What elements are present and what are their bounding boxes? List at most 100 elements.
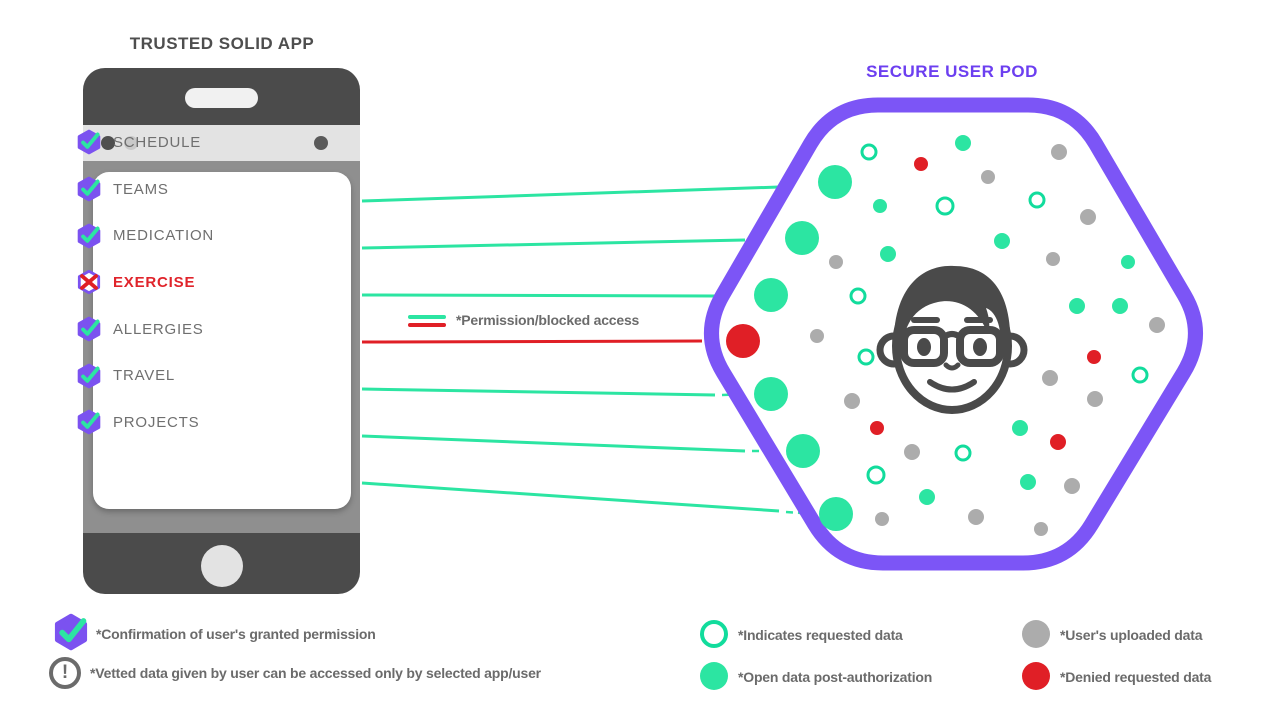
- pod-dot-red: [726, 324, 760, 358]
- pod-dot-gray: [904, 444, 920, 460]
- app-list-item-schedule: SCHEDULE: [75, 119, 275, 166]
- green-circle-icon: [700, 662, 728, 690]
- pod-dot-green: [1020, 474, 1036, 490]
- open-circle-icon: [700, 620, 728, 648]
- pod-dot-open: [1131, 366, 1149, 384]
- connection-line-schedule-solid: [361, 185, 780, 203]
- connection-line-allergies-solid: [361, 387, 716, 397]
- red-circle-icon: [1022, 662, 1050, 690]
- connection-legend-label: *Permission/blocked access: [456, 312, 640, 328]
- pod-dot-open: [860, 143, 878, 161]
- pod-dot-open: [857, 348, 875, 366]
- legend-uploaded-label: *User's uploaded data: [1060, 627, 1203, 643]
- pod-dot-green: [1112, 298, 1128, 314]
- status-bar-dot: [101, 136, 115, 150]
- hexagon-check-icon: [77, 410, 101, 435]
- pod-dot-green: [1012, 420, 1028, 436]
- gray-circle-icon: [1022, 620, 1050, 648]
- pod-dot-green: [994, 233, 1010, 249]
- pod-dot-gray: [1087, 391, 1103, 407]
- blocked-line-swatch: [408, 323, 446, 327]
- app-list-item-medication: MEDICATION: [75, 212, 275, 259]
- pod-dot-green: [955, 135, 971, 151]
- hexagon-check-icon: [77, 363, 101, 389]
- connection-line-projects-dashed: [785, 510, 817, 516]
- exclamation-icon: !: [49, 657, 81, 689]
- legend-requested-label: *Indicates requested data: [738, 627, 903, 643]
- legend-open-data-label: *Open data post-authorization: [738, 669, 933, 685]
- hexagon-check-icon: [77, 129, 101, 155]
- hexagon-check-icon: [77, 176, 101, 202]
- legend-granted-label: *Confirmation of user's granted permissi…: [96, 626, 376, 642]
- pod-dot-gray: [875, 512, 889, 526]
- pod-dot-open: [954, 444, 972, 462]
- app-item-label: PROJECTS: [113, 413, 200, 431]
- connection-line-medication-dashed: [721, 293, 752, 298]
- user-avatar-icon: [876, 265, 1028, 414]
- pod-dot-gray: [829, 255, 843, 269]
- pod-dot-gray: [1051, 144, 1067, 160]
- pod-dot-green: [873, 199, 887, 213]
- pod-hexagon: [703, 97, 1203, 571]
- secure-pod-title: SECURE USER POD: [866, 62, 1038, 81]
- pod-dot-red: [870, 421, 884, 435]
- pod-dot-red: [914, 157, 928, 171]
- pod-dot-green: [1121, 255, 1135, 269]
- pod-dot-green: [1069, 298, 1085, 314]
- app-list-item-teams: TEAMS: [75, 166, 275, 213]
- pod-dot-green: [785, 221, 819, 255]
- app-item-label: TEAMS: [113, 180, 169, 198]
- pod-dot-green: [786, 434, 820, 468]
- pod-dot-gray: [1080, 209, 1096, 225]
- pod-dot-gray: [1034, 522, 1048, 536]
- pod-dot-gray: [1064, 478, 1080, 494]
- pod-dot-green: [819, 497, 853, 531]
- pod-dot-green: [919, 489, 935, 505]
- connection-line-medication-solid: [361, 293, 716, 298]
- app-menu-list: SCHEDULE TEAMS MEDICATION EXERCISE ALLERGIES…: [75, 119, 275, 446]
- app-item-label: EXERCISE: [113, 273, 196, 291]
- connection-line-allergies-dashed: [721, 392, 752, 397]
- pod-dot-gray: [1042, 370, 1058, 386]
- pod-dot-gray: [844, 393, 860, 409]
- pod-dot-gray: [810, 329, 824, 343]
- pod-dot-gray: [968, 509, 984, 525]
- pod-dot-green: [754, 377, 788, 411]
- app-item-label: TRAVEL: [113, 367, 176, 385]
- pod-dot-green: [754, 278, 788, 312]
- pod-dot-green: [880, 246, 896, 262]
- status-bar-dot: [314, 136, 328, 150]
- phone-mockup: [83, 68, 360, 594]
- connection-lines: [361, 181, 817, 516]
- connection-line-travel-solid: [361, 434, 746, 453]
- connection-line-projects-solid: [361, 481, 780, 513]
- status-bar-dot: [124, 136, 138, 150]
- app-list-item-allergies: ALLERGIES: [75, 306, 275, 353]
- pod-dot-gray: [981, 170, 995, 184]
- connection-line-exercise-solid: [361, 339, 703, 344]
- hexagon-check-icon: [77, 223, 101, 249]
- app-list-item-projects: PROJECTS: [75, 399, 275, 446]
- app-screen-panel: [93, 172, 351, 509]
- hexagon-check-icon: [77, 316, 101, 342]
- pod-dot-open: [935, 196, 955, 216]
- pod-dot-gray: [1046, 252, 1060, 266]
- pod-dot-green: [818, 165, 852, 199]
- pod-dot-gray: [1149, 317, 1165, 333]
- legend-vetted-label: *Vetted data given by user can be access…: [90, 665, 541, 681]
- legend-denied-label: *Denied requested data: [1060, 669, 1212, 685]
- pod-dot-open: [866, 465, 886, 485]
- hexagon-check-icon: [54, 613, 88, 651]
- trusted-app-title: TRUSTED SOLID APP: [129, 34, 315, 53]
- hexagon-x-icon: [77, 270, 101, 295]
- app-list-item-travel: TRAVEL: [75, 352, 275, 399]
- phone-speaker: [185, 88, 258, 108]
- pod-dot-red: [1050, 434, 1066, 450]
- pod-dot-open: [849, 287, 867, 305]
- connection-line-teams-solid: [361, 238, 746, 250]
- connection-line-schedule-dashed: [785, 181, 816, 188]
- pod-dots: [726, 135, 1165, 536]
- granted-line-swatch: [408, 315, 446, 319]
- pod-dot-red: [1087, 350, 1101, 364]
